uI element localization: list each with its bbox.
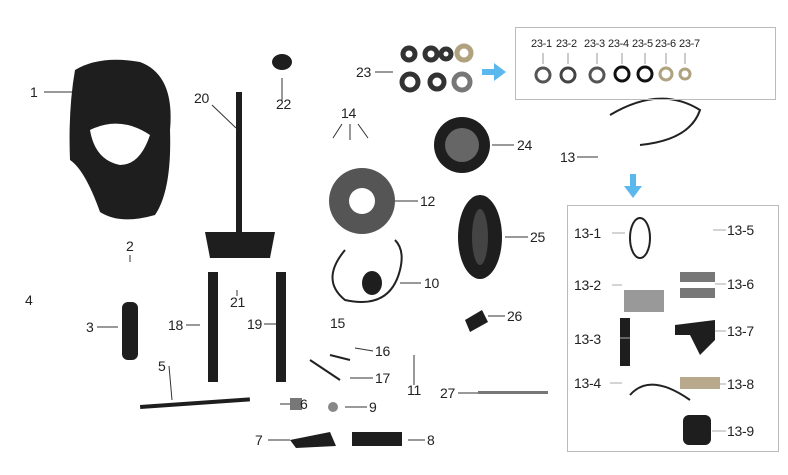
group13-box [567, 205, 779, 452]
part-shapes [69, 54, 720, 448]
label-23-5: 23-5 [632, 38, 653, 50]
speed-sensor [362, 271, 382, 295]
label-13-6: 13-6 [727, 276, 754, 292]
label-18: 18 [168, 317, 183, 333]
steering-stem [236, 92, 242, 232]
master-cylinder [683, 415, 711, 445]
label-13-9: 13-9 [727, 423, 754, 439]
bracket-13-7 [675, 320, 715, 355]
label-21: 21 [230, 294, 245, 310]
group13-leaders [610, 229, 726, 432]
label-13-3: 13-3 [574, 331, 601, 347]
label-26: 26 [507, 308, 522, 324]
valve [465, 310, 488, 332]
label-13-1: 13-1 [574, 225, 601, 241]
label-23-6: 23-6 [655, 38, 676, 50]
label-23: 23 [356, 64, 371, 80]
label-17: 17 [375, 370, 390, 386]
label-5: 5 [158, 358, 166, 374]
label-13: 13 [560, 149, 575, 165]
label-25: 25 [530, 229, 545, 245]
label-19: 19 [247, 316, 262, 332]
label-12: 12 [420, 193, 435, 209]
cable [478, 391, 548, 394]
fork-right [276, 272, 286, 382]
label-13-8: 13-8 [727, 376, 754, 392]
label-23-1: 23-1 [531, 38, 552, 50]
axle [139, 397, 251, 409]
label-13-2: 13-2 [574, 277, 601, 293]
bracket [352, 432, 402, 446]
hose [620, 318, 630, 366]
label-13-5: 13-5 [727, 222, 754, 238]
label-4: 4 [25, 292, 33, 308]
label-24: 24 [517, 137, 532, 153]
group23-ticks [542, 53, 686, 64]
label-22: 22 [276, 96, 291, 112]
label-23-2: 23-2 [556, 38, 577, 50]
spacer [290, 398, 302, 410]
label-23-7: 23-7 [679, 38, 700, 50]
stem-nut [272, 54, 292, 70]
label-2: 2 [126, 238, 134, 254]
label-27: 27 [440, 385, 455, 401]
caliper [624, 290, 664, 312]
label-11: 11 [407, 382, 421, 398]
label-13-4: 13-4 [574, 375, 601, 391]
rings-23-detail [534, 65, 692, 84]
label-7: 7 [255, 432, 263, 448]
label-1: 1 [30, 84, 38, 100]
label-10: 10 [424, 275, 439, 291]
label-15: 15 [330, 315, 345, 331]
group23-box [515, 27, 776, 100]
ring-set-23 [399, 43, 474, 93]
label-13-7: 13-7 [727, 323, 754, 339]
label-3: 3 [86, 319, 94, 335]
fork-left [208, 272, 218, 382]
blue-arrows [482, 63, 642, 198]
label-23-4: 23-4 [608, 38, 629, 50]
label-23-3: 23-3 [584, 38, 605, 50]
label-6: 6 [300, 396, 308, 412]
leader-lines [44, 71, 598, 441]
clip [290, 432, 336, 448]
triple-clamp [205, 232, 275, 258]
ball [328, 402, 338, 412]
label-16: 16 [375, 343, 390, 359]
label-8: 8 [427, 432, 435, 448]
label-9: 9 [369, 399, 377, 415]
reflector [122, 302, 138, 360]
label-20: 20 [194, 90, 209, 106]
label-14: 14 [341, 105, 356, 121]
